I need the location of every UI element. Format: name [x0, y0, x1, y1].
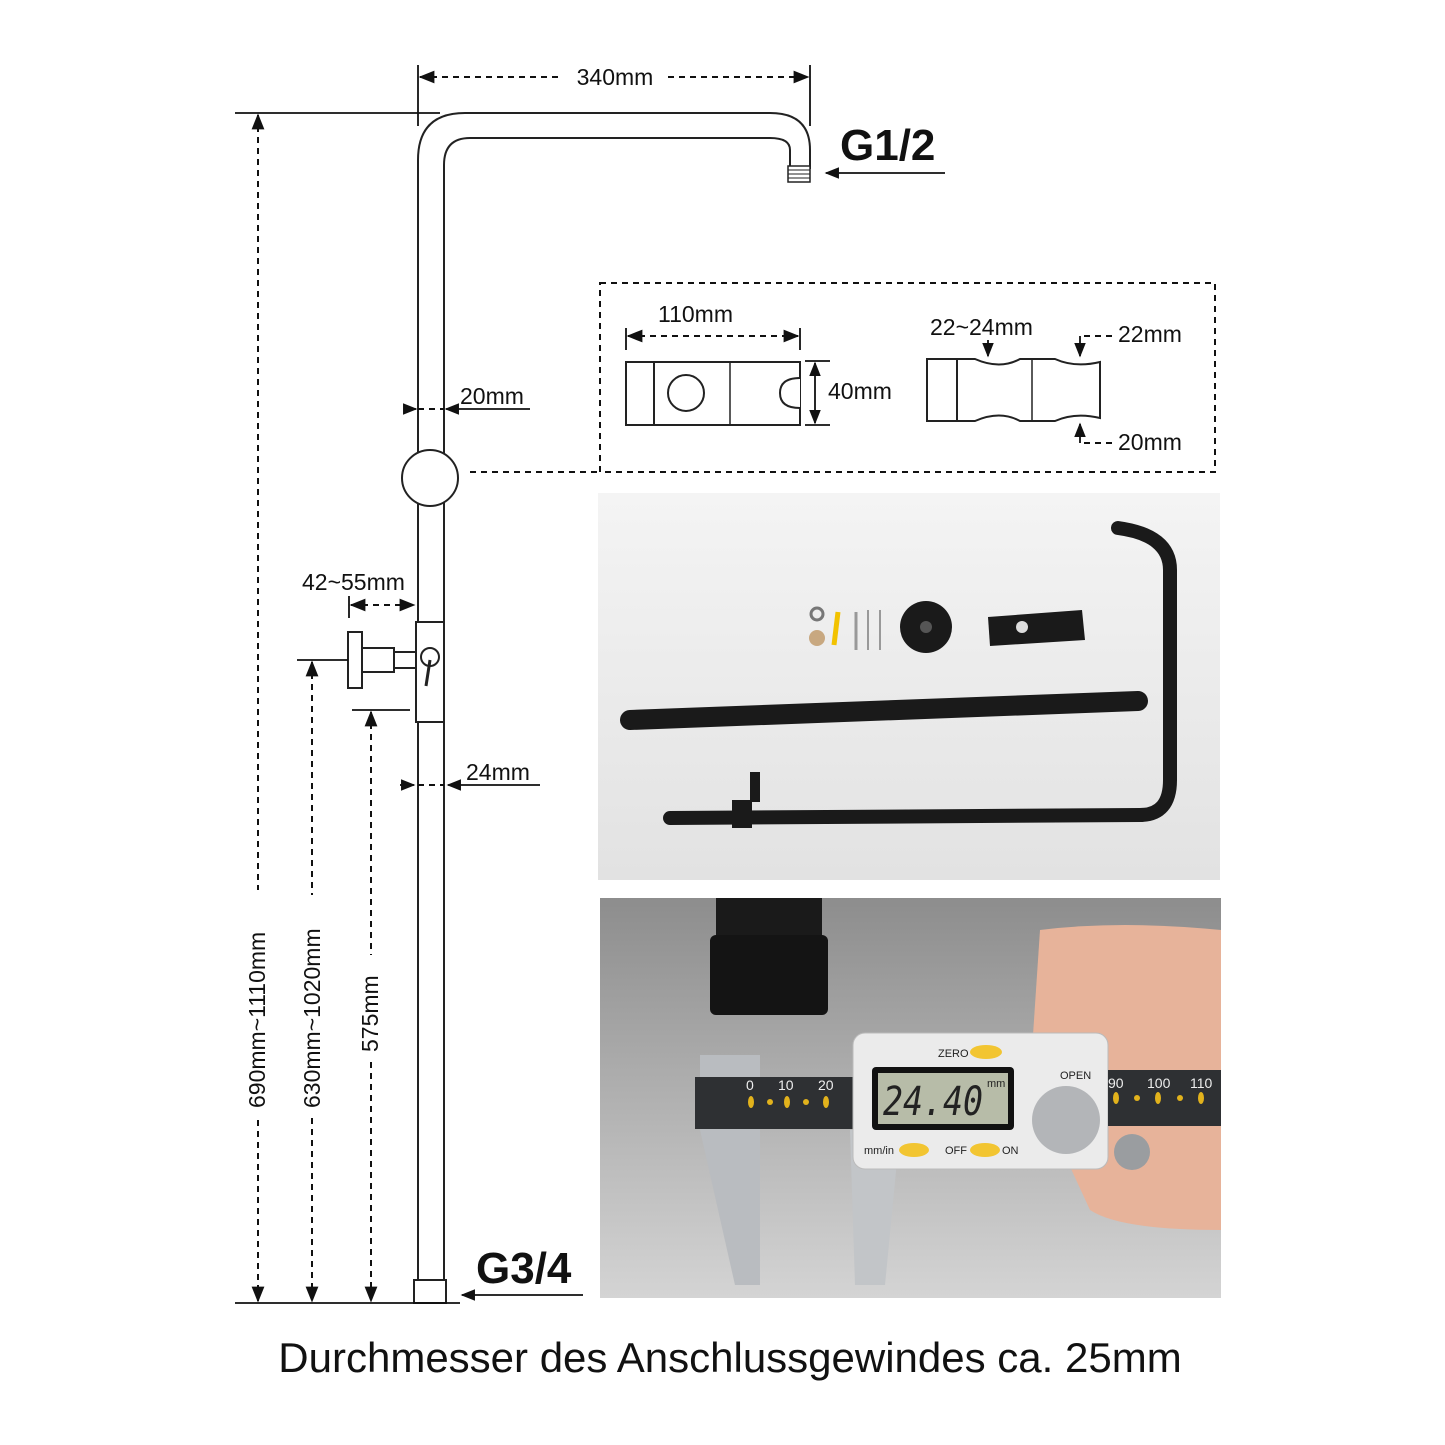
arm-length-dimension: 340mm	[417, 64, 811, 126]
scale-tick-label: 20	[818, 1077, 834, 1093]
shower-pipe	[347, 112, 811, 1304]
clamp-range-label: 22~24mm	[930, 314, 1033, 340]
upper-diameter-dimension: 20mm	[403, 383, 530, 415]
caliper-measurement-photo: 24.40 mm ZERO mm/in OFF ON OPEN 0 10 20 …	[600, 898, 1221, 1298]
scale-tick-label: 0	[746, 1077, 754, 1093]
bottom-width-label: 20mm	[1118, 429, 1182, 455]
slider-top-view	[926, 358, 1101, 422]
upper-diameter-label: 20mm	[460, 383, 524, 409]
lower-diameter-label: 24mm	[466, 759, 530, 785]
open-label: OPEN	[1060, 1070, 1091, 1082]
scale-tick-label: 100	[1147, 1075, 1171, 1091]
slider-height-label: 40mm	[828, 378, 892, 404]
product-parts-photo	[598, 493, 1220, 880]
caliper-reading: 24.40	[883, 1079, 983, 1125]
zero-button	[970, 1045, 1002, 1059]
holder-spacing-dimension: 42~55mm	[302, 569, 416, 618]
holder-spacing-label: 42~55mm	[302, 569, 405, 595]
on-label: ON	[1002, 1145, 1019, 1157]
arm-length-label: 340mm	[577, 64, 654, 90]
bottom-thread-label: G3/4	[476, 1244, 572, 1293]
scale-tick-label: 110	[1190, 1075, 1213, 1091]
total-height-label: 690mm~1110mm	[244, 932, 270, 1108]
zero-button-label: ZERO	[938, 1048, 969, 1060]
off-label: OFF	[945, 1145, 967, 1157]
slider-side-view	[625, 361, 801, 426]
slider-detail-box: 110mm 40mm 22~24mm 22mm 20mm	[470, 282, 1216, 473]
caliper-unit: mm	[987, 1078, 1005, 1090]
height-dimensions: 690mm~1110mm 630mm~1020mm 575mm	[235, 112, 460, 1304]
caption: Durchmesser des Anschlussgewindes ca. 25…	[278, 1334, 1181, 1381]
scale-tick-label: 10	[778, 1077, 794, 1093]
top-width-label: 22mm	[1118, 321, 1182, 347]
holder-height-label: 630mm~1020mm	[299, 928, 325, 1108]
slider-length-label: 110mm	[658, 301, 733, 327]
lower-diameter-dimension: 24mm	[400, 759, 540, 791]
mode-button-label: mm/in	[864, 1145, 894, 1157]
top-thread-label: G1/2	[840, 121, 935, 170]
scale-tick-label: 90	[1108, 1075, 1124, 1091]
outlet-height-label: 575mm	[357, 975, 383, 1052]
